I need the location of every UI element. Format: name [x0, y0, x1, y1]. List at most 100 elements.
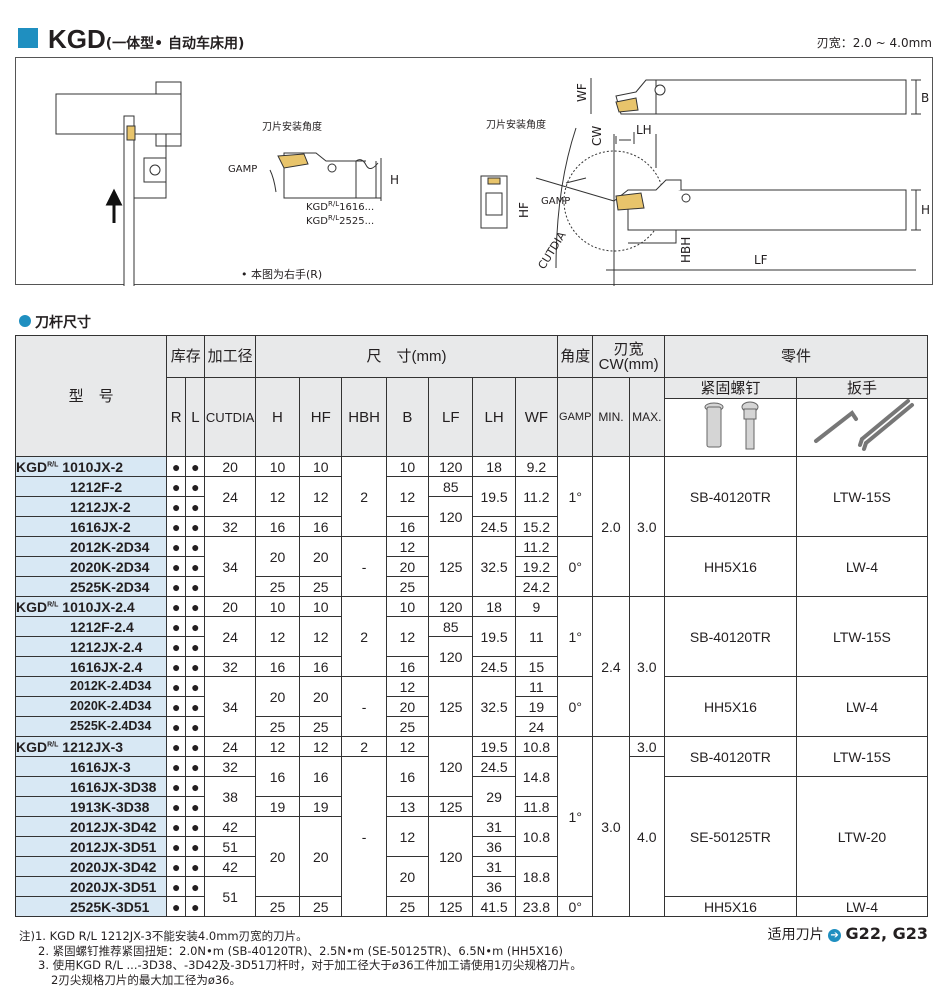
cell-lh: 32.5 — [472, 536, 516, 597]
th-wrench: 扳手 — [795, 377, 929, 399]
stock-l: ● — [185, 576, 206, 597]
model-2012K-2D34: 2012K-2D34 — [14, 536, 168, 557]
model-2525K-3D51: 2525K-3D51 — [14, 896, 168, 917]
cell-h: 20 — [254, 816, 301, 897]
cell-h: 20 — [254, 536, 301, 577]
lh-dim-label: LH — [636, 123, 652, 137]
cell-hf: 12 — [299, 736, 343, 757]
cell-min: 3.0 — [592, 736, 630, 917]
cell-lh: 19.5 — [472, 616, 516, 657]
cell-lh: 24.5 — [472, 756, 516, 777]
cell-lf: 125 — [428, 896, 474, 917]
cell-hf: 25 — [299, 896, 343, 917]
angle-label: 刀片安装角度 — [262, 120, 322, 133]
cell-wf: 14.8 — [514, 756, 559, 797]
screw-images — [663, 398, 797, 457]
cell-wf: 10.8 — [514, 816, 559, 857]
model-1212F-2.4: 1212F-2.4 — [14, 616, 168, 637]
cell-screw: SB-40120TR — [663, 736, 797, 777]
stock-l: ● — [185, 716, 206, 737]
cell-h: 25 — [254, 716, 301, 737]
cell-cutdia: 42 — [204, 856, 256, 877]
cell-hf: 12 — [299, 616, 343, 657]
cell-hf: 20 — [299, 536, 343, 577]
stock-r: ● — [166, 676, 187, 697]
stock-r: ● — [166, 716, 187, 737]
cell-lh: 32.5 — [472, 676, 516, 737]
cell-wf: 19 — [514, 696, 559, 717]
cell-b: 12 — [385, 476, 430, 517]
model-name: 1212JX-3 — [62, 738, 124, 755]
stock-r: ● — [166, 596, 187, 617]
model-2012JX-3D42: 2012JX-3D42 — [14, 816, 168, 837]
applicable-refs[interactable]: G22, G23 — [845, 924, 928, 943]
model-rest-1: 1616... — [339, 202, 374, 213]
cell-h: 12 — [254, 736, 301, 757]
cell-hf: 20 — [299, 676, 343, 717]
th-b: B — [385, 377, 430, 457]
hbh-dim-label: HBH — [679, 237, 693, 263]
cell-lh: 18 — [472, 596, 516, 617]
cell-lf: 125 — [428, 796, 474, 817]
cell-cutdia: 32 — [204, 516, 256, 537]
stock-r: ● — [166, 636, 187, 657]
cell-hbh: 2 — [341, 596, 387, 677]
cell-wrench: LW-4 — [795, 676, 929, 737]
section-title: 刀杆尺寸 — [35, 315, 91, 331]
cell-b: 12 — [385, 816, 430, 857]
cell-h: 16 — [254, 756, 301, 797]
cell-wrench: LW-4 — [795, 896, 929, 917]
stock-r: ● — [166, 656, 187, 677]
stock-r: ● — [166, 456, 187, 477]
stock-r: ● — [166, 476, 187, 497]
th-max: MAX. — [628, 377, 665, 457]
cell-b: 13 — [385, 796, 430, 817]
wrench-icon — [813, 399, 914, 451]
hf-dim-label: HF — [517, 202, 531, 218]
cell-b: 10 — [385, 596, 430, 617]
th-stock: 库存 — [166, 335, 206, 378]
cell-hbh: - — [341, 676, 387, 737]
cell-lh: 41.5 — [472, 896, 516, 917]
stock-r: ● — [166, 736, 187, 757]
cell-cutdia: 51 — [204, 836, 256, 857]
cell-cutdia: 38 — [204, 776, 256, 817]
cell-wf: 10.8 — [514, 736, 559, 757]
cell-wrench: LTW-15S — [795, 596, 929, 677]
stock-l: ● — [185, 856, 206, 877]
cell-lh: 36 — [472, 876, 516, 897]
stock-l: ● — [185, 736, 206, 757]
arrow-right-icon: ➔ — [828, 928, 842, 942]
cell-cutdia: 32 — [204, 656, 256, 677]
cell-cutdia: 34 — [204, 536, 256, 597]
stock-r: ● — [166, 876, 187, 897]
model-2012JX-3D51: 2012JX-3D51 — [14, 836, 168, 857]
model-prefix-1: KGD — [306, 202, 328, 213]
cell-lh: 36 — [472, 836, 516, 857]
stock-l: ● — [185, 696, 206, 717]
model-2012K-2.4D34: 2012K-2.4D34 — [14, 676, 168, 697]
cell-hf: 10 — [299, 596, 343, 617]
cell-hbh: 2 — [341, 736, 387, 757]
wf-dim-label: WF — [575, 83, 589, 102]
model-1212JX-3: KGDR/L 1212JX-3 — [14, 736, 168, 757]
model-prefix: KGD — [16, 458, 48, 475]
cell-gamp: 0° — [557, 676, 594, 737]
cell-lf: 120 — [428, 456, 474, 477]
cell-cutdia: 51 — [204, 876, 256, 917]
th-l: L — [185, 377, 206, 457]
model-1913K-3D38: 1913K-3D38 — [14, 796, 168, 817]
cell-wrench: LTW-15S — [795, 456, 929, 537]
stock-r: ● — [166, 816, 187, 837]
cell-h: 25 — [254, 576, 301, 597]
cw-dim-label: CW — [590, 126, 604, 146]
cell-wrench: LW-4 — [795, 536, 929, 597]
model-2525K-2.4D34: 2525K-2.4D34 — [14, 716, 168, 737]
cell-h: 12 — [254, 616, 301, 657]
cell-hf: 10 — [299, 456, 343, 477]
th-dims: 尺 寸(mm) — [254, 335, 559, 378]
cell-b: 16 — [385, 756, 430, 797]
cell-cutdia: 20 — [204, 456, 256, 477]
cell-b: 25 — [385, 896, 430, 917]
cell-hf: 25 — [299, 576, 343, 597]
